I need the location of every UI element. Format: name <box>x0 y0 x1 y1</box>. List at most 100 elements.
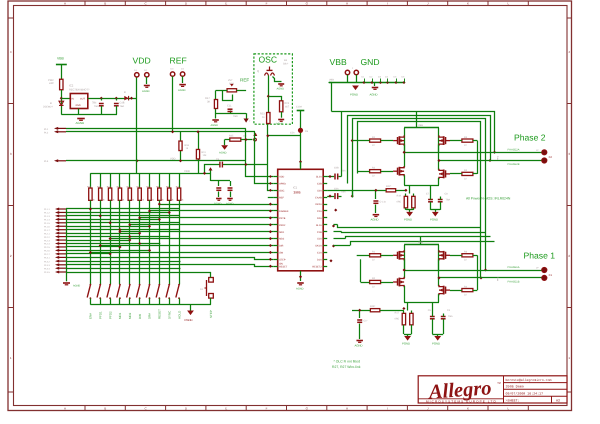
svg-text:SR#: SR# <box>148 313 152 319</box>
svg-text:OUT: OUT <box>80 98 85 101</box>
svg-text:PL1.5: PL1.5 <box>44 222 50 225</box>
svg-text:DK2A: DK2A <box>315 203 322 206</box>
svg-text:2: 2 <box>10 254 12 258</box>
svg-text:22: 22 <box>464 259 467 262</box>
svg-text:S1: S1 <box>200 288 204 291</box>
svg-text:A2: A2 <box>556 398 560 403</box>
svg-text:AGND: AGND <box>276 123 283 126</box>
svg-text:1k: 1k <box>186 147 189 150</box>
svg-text:C1B: C1B <box>317 231 322 234</box>
svg-text:D2A: D2A <box>317 217 322 220</box>
svg-text:GND: GND <box>361 57 380 67</box>
svg-text:C-L1s: C-L1s <box>380 201 387 204</box>
svg-text:TBA: TBA <box>341 190 346 193</box>
svg-text:22: 22 <box>372 175 375 178</box>
svg-text:2: 2 <box>568 254 570 258</box>
svg-text:10k: 10k <box>131 199 135 202</box>
svg-text:22: 22 <box>464 177 467 180</box>
svg-text:3: 3 <box>568 152 570 156</box>
svg-text:RESET: RESET <box>279 265 288 268</box>
svg-text:C7: C7 <box>426 193 430 196</box>
svg-text:R9: R9 <box>156 185 160 188</box>
svg-text:RESET: RESET <box>158 309 162 319</box>
svg-text:APRD: APRD <box>279 183 286 186</box>
svg-text:MD2: MD2 <box>128 312 132 319</box>
svg-text:R8: R8 <box>166 185 170 188</box>
svg-text:B: B <box>50 102 52 105</box>
svg-text:L: L <box>507 2 509 6</box>
svg-text:G: G <box>306 2 309 6</box>
svg-text:™: ™ <box>497 381 501 386</box>
svg-text:AGND: AGND <box>296 288 304 291</box>
svg-text:09/07/2008 16:24:17: 09/07/2008 16:24:17 <box>506 392 544 396</box>
svg-text:PL1.3: PL1.3 <box>44 215 50 218</box>
svg-text:OSC: OSC <box>259 55 278 65</box>
svg-text:E: E <box>225 2 227 6</box>
svg-text:I: I <box>387 2 388 6</box>
svg-text:MD2: MD2 <box>279 238 285 241</box>
svg-text:PGND: PGND <box>185 318 193 322</box>
svg-text:DW: DW <box>138 314 142 319</box>
svg-text:REF: REF <box>170 56 187 66</box>
svg-text:X2: X2 <box>549 155 553 159</box>
svg-text:PL3: PL3 <box>44 160 49 163</box>
svg-text:1: 1 <box>10 356 12 360</box>
svg-text:C11: C11 <box>227 105 232 108</box>
svg-text:JP: JP <box>536 267 539 270</box>
svg-text:AGND: AGND <box>178 89 186 92</box>
svg-text:22: 22 <box>372 285 375 288</box>
svg-text:R15: R15 <box>97 185 102 188</box>
svg-text:PL1.6: PL1.6 <box>44 225 50 228</box>
svg-text:PL3.5: PL3.5 <box>44 271 50 274</box>
svg-text:PH2: PH2 <box>497 155 500 160</box>
svg-text:PH1: PH1 <box>497 276 500 281</box>
svg-text:A: A <box>64 407 66 411</box>
svg-text:Phase 1: Phase 1 <box>524 251 556 261</box>
svg-text:DIR: DIR <box>279 245 283 248</box>
svg-text:EN#: EN# <box>89 313 93 319</box>
svg-text:TBA: TBA <box>341 169 346 172</box>
svg-text:R24: R24 <box>285 102 290 105</box>
svg-text:22: 22 <box>464 144 467 147</box>
svg-text:R26*: R26* <box>370 305 375 308</box>
svg-text:R1: R1 <box>372 136 376 139</box>
svg-text:PHASE2A: PHASE2A <box>508 149 520 152</box>
svg-text:PGND: PGND <box>402 342 410 346</box>
svg-text:Allegro: Allegro <box>426 377 492 403</box>
svg-text:STEP: STEP <box>209 310 213 318</box>
svg-text:PL3.4: PL3.4 <box>44 267 50 270</box>
svg-text:50k?: 50k? <box>283 63 289 66</box>
svg-text:D1A: D1A <box>317 258 322 261</box>
svg-text:24C: 24C <box>49 82 54 85</box>
svg-text:R22*: R22* <box>386 185 391 188</box>
svg-text:C1*: C1* <box>364 320 368 323</box>
svg-text:R1: R1 <box>372 251 376 254</box>
svg-text:VBB: VBB <box>418 124 423 127</box>
svg-text:22: 22 <box>464 294 467 297</box>
svg-text:VBB: VBB <box>57 57 65 61</box>
svg-text:MICROSYSTEMS EUROPE LTD: MICROSYSTEMS EUROPE LTD <box>426 399 497 403</box>
svg-text:R18: R18 <box>185 144 190 147</box>
svg-text:PL1.7: PL1.7 <box>44 229 50 232</box>
svg-text:D3: D3 <box>378 76 382 79</box>
svg-text:1k: 1k <box>262 116 265 119</box>
svg-text:ZGEW2?: ZGEW2? <box>43 106 54 109</box>
svg-text:E: E <box>225 407 227 411</box>
svg-text:K: K <box>467 407 469 411</box>
svg-text:RESET2: RESET2 <box>312 265 322 268</box>
svg-text:PL2.2: PL2.2 <box>44 236 50 239</box>
svg-text:B: B <box>124 91 126 94</box>
svg-text:PFD2: PFD2 <box>279 224 286 227</box>
svg-text:PL2.3: PL2.3 <box>44 239 50 242</box>
svg-text:F: F <box>266 407 268 411</box>
svg-text:PGND: PGND <box>350 93 358 97</box>
svg-text:R13: R13 <box>117 185 122 188</box>
svg-text:Q: Q <box>257 70 259 73</box>
svg-text:SW: SW <box>279 252 284 255</box>
svg-text:3986: 3986 <box>293 191 300 195</box>
svg-text:C3: C3 <box>428 309 432 312</box>
svg-text:IN: IN <box>72 98 75 101</box>
svg-text:DK1A: DK1A <box>315 245 322 248</box>
svg-text:PL2.1: PL2.1 <box>44 232 50 235</box>
svg-text:J: J <box>427 2 429 6</box>
